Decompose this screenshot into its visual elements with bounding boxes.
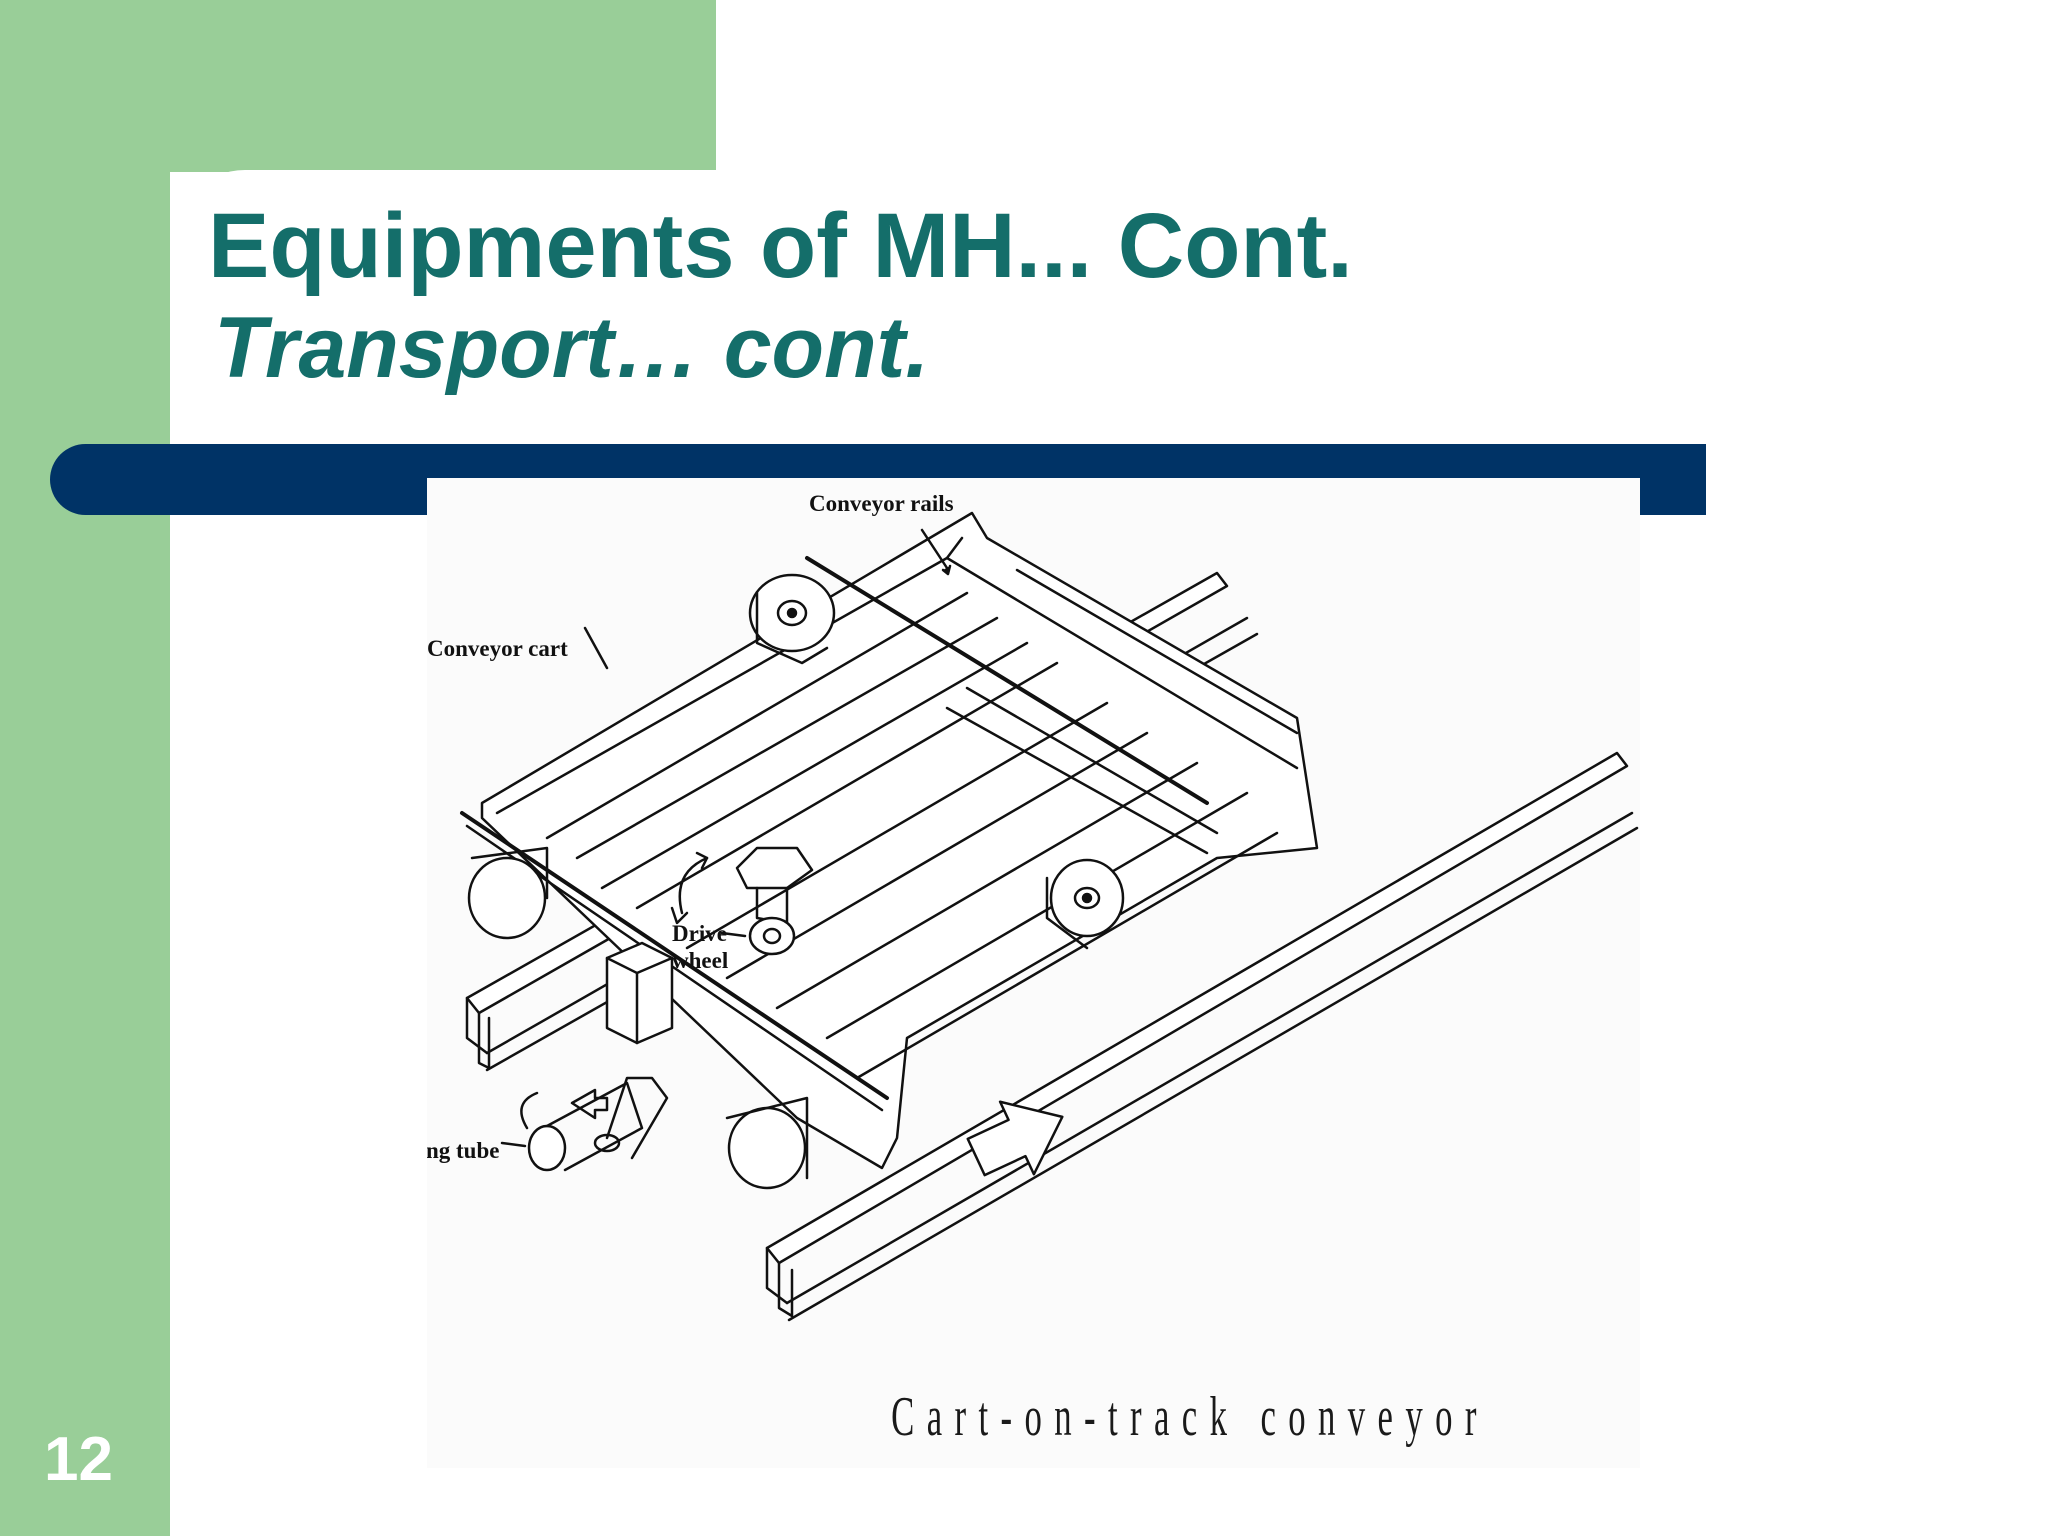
cart-on-track-diagram: Conveyor rails Conveyor cart Drive wheel… (427, 491, 1639, 1322)
conveyor-rails-leader (920, 528, 949, 570)
label-wheel: wheel (672, 948, 728, 973)
spinning-tube (520, 1076, 669, 1172)
control-box (605, 941, 674, 1045)
slide-title: Equipments of MH... Cont. (208, 195, 1353, 297)
wheel-rear-right (1045, 858, 1125, 950)
wheel-rear-left (748, 573, 836, 665)
drive-wheel-assembly (670, 846, 814, 956)
label-conveyor-cart: Conveyor cart (427, 636, 568, 661)
wheel-front-right (725, 1096, 809, 1190)
conveyor-cart (480, 511, 1319, 1170)
wheel-front-left (467, 846, 549, 940)
slide-subtitle: Transport… cont. (214, 300, 930, 396)
front-bar (460, 811, 889, 1100)
drive-wheel-leader (720, 931, 747, 938)
label-drive: Drive (672, 921, 727, 946)
direction-arrow (966, 1100, 1064, 1177)
spinning-tube-leader (500, 1141, 527, 1148)
label-conveyor-rails: Conveyor rails (809, 491, 954, 516)
label-spinning-tube: Spinning tube (427, 1138, 499, 1163)
slide-number: 12 (44, 1425, 113, 1494)
left-green-band (0, 0, 170, 1536)
diagram-caption: Cart-on-track conveyor (891, 1386, 1489, 1448)
top-green-block (0, 0, 716, 172)
rear-bar (805, 556, 1209, 805)
conveyor-cart-leader (583, 626, 609, 670)
